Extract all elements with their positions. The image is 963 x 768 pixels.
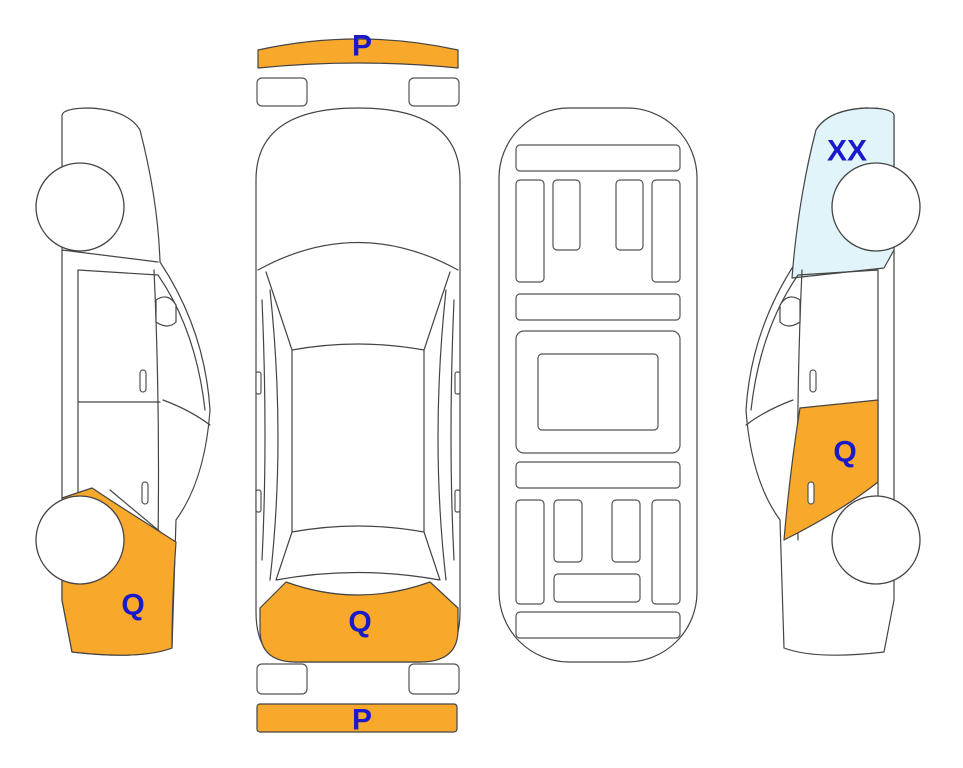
floor-panel-mid-1 — [515, 293, 681, 321]
headlight-left — [256, 77, 308, 107]
side-line-left — [261, 299, 266, 561]
side-line-right — [450, 299, 455, 561]
floor-panel-front — [515, 144, 681, 172]
headlight-right — [408, 77, 460, 107]
front-bumper-panel[interactable] — [257, 38, 459, 69]
left-handle-rear — [141, 481, 149, 505]
left-window-line — [77, 269, 206, 411]
front-bumper-mark: P — [352, 30, 372, 63]
left-handle-front — [139, 369, 147, 393]
hood-line — [257, 242, 459, 271]
right-mirror — [779, 296, 801, 327]
floor-panel-fl-outer — [515, 179, 545, 283]
right-window-line — [750, 269, 879, 411]
floor-panel-rear-center — [553, 573, 641, 603]
floor-panel-rr-inner — [611, 499, 641, 563]
rear-bumper-panel[interactable] — [256, 703, 458, 733]
left-mirror — [155, 296, 177, 327]
floor-panel-mid-2 — [515, 461, 681, 489]
floor-panel-fr-outer — [651, 179, 681, 283]
handle-right — [454, 489, 461, 513]
left-rear-quarter-mark: Q — [121, 589, 144, 622]
left-rear-wheel — [35, 495, 125, 585]
left-pillar-line — [153, 269, 160, 541]
right-handle-rear — [807, 481, 815, 505]
floor-panel-fl-inner — [552, 179, 581, 251]
mirror-left — [255, 371, 262, 395]
right-front-fender-mark: XX — [827, 135, 867, 168]
right-front-wheel — [831, 162, 921, 252]
floor-panel-rr-outer — [651, 499, 681, 605]
floor-panel-rl-outer — [515, 499, 545, 605]
front-bumper[interactable]: P — [257, 30, 459, 69]
left-front-wheel — [35, 162, 125, 252]
left-sill — [162, 399, 211, 426]
floor-view — [498, 107, 698, 663]
floor-panel-rl-inner — [553, 499, 583, 563]
trunk-lid-mark: Q — [348, 606, 371, 639]
door-line-left — [269, 289, 279, 581]
rear-bumper[interactable]: P — [256, 703, 458, 737]
floor-panel-rear — [515, 611, 681, 639]
right-rear-wheel — [831, 495, 921, 585]
right-sill — [745, 399, 794, 426]
door-line-right — [437, 289, 447, 581]
floor-panel-center — [537, 353, 659, 431]
taillight-right — [408, 663, 460, 695]
windshield-outer — [265, 271, 451, 351]
right-rear-door-mark: Q — [833, 436, 856, 469]
taillight-left — [256, 663, 308, 695]
right-side-view: XX Q — [745, 107, 921, 656]
left-side-view: Q — [35, 107, 211, 656]
trunk-lid[interactable] — [259, 581, 459, 663]
top-view: Q — [255, 107, 461, 663]
right-handle-front — [809, 369, 817, 393]
handle-left — [255, 489, 262, 513]
rear-bumper-mark: P — [352, 704, 372, 737]
left-front-panel — [61, 249, 159, 263]
top-view-outline — [255, 107, 461, 663]
right-rear-door[interactable] — [783, 399, 879, 541]
rear-window — [275, 525, 441, 581]
mirror-right — [454, 371, 461, 395]
floor-panel-fr-inner — [615, 179, 644, 251]
